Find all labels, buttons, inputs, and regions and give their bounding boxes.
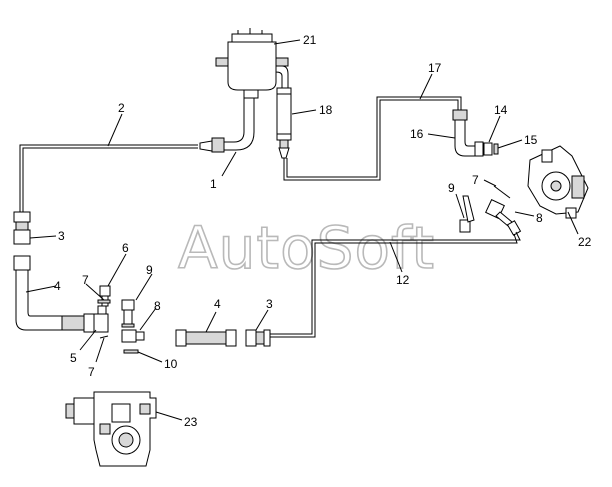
callout-6: 6 <box>122 241 129 255</box>
callout-5: 5 <box>70 351 77 365</box>
callout-8-upper: 8 <box>536 211 543 225</box>
reservoir-part-21 <box>215 28 289 99</box>
hose-part-4-lower <box>175 329 237 347</box>
suction-hose-part-1 <box>199 97 255 153</box>
callout-14: 14 <box>494 103 508 117</box>
callout-9-upper: 9 <box>448 181 455 195</box>
tee-fitting-part-5 <box>93 305 109 333</box>
pump-part-22 <box>527 145 589 219</box>
callout-8-lower: 8 <box>154 299 161 313</box>
callout-7-lower: 7 <box>88 365 95 379</box>
elbow-fitting-part-16 <box>452 109 484 157</box>
washer-part-7-upper <box>493 185 511 199</box>
watermark-text: AutoSoft <box>178 214 435 282</box>
washer-part-10 <box>123 349 139 354</box>
callout-12: 12 <box>396 273 410 287</box>
callout-1: 1 <box>210 177 217 191</box>
washer-part-7-lower <box>99 335 109 339</box>
union-fitting-part-3-upper <box>13 211 31 245</box>
banjo-bolt-part-9-lower <box>121 299 135 325</box>
callout-16: 16 <box>410 127 424 141</box>
callout-10: 10 <box>164 357 178 371</box>
banjo-fitting-part-8-upper <box>485 199 522 236</box>
pressure-pipe-part-12 <box>270 231 521 335</box>
callout-4-upper: 4 <box>54 279 61 293</box>
callout-4-lower: 4 <box>214 297 221 311</box>
banjo-fitting-part-8-lower <box>121 323 145 343</box>
union-fitting-part-3-lower <box>245 329 271 347</box>
seal-part-15 <box>493 143 499 155</box>
callout-7-upper: 7 <box>472 173 479 187</box>
callout-3-upper: 3 <box>58 229 65 243</box>
callout-22: 22 <box>578 235 592 249</box>
callout-23: 23 <box>184 415 198 429</box>
steering-gear-part-23 <box>65 391 157 467</box>
callout-2: 2 <box>118 101 125 115</box>
filter-part-18 <box>275 65 292 159</box>
washer-part-7-middle <box>97 299 111 304</box>
callout-7-middle: 7 <box>82 273 89 287</box>
callout-9-lower: 9 <box>146 263 153 277</box>
banjo-bolt-part-9-upper <box>459 195 475 233</box>
callout-21: 21 <box>303 33 317 47</box>
callout-15: 15 <box>524 133 538 147</box>
hose-part-4-upper <box>13 255 95 333</box>
callout-3-lower: 3 <box>266 297 273 311</box>
pressure-pipe-part-2 <box>19 144 198 212</box>
leader-lines <box>25 39 579 421</box>
callout-17: 17 <box>428 61 442 75</box>
fitting-part-14 <box>483 142 493 156</box>
return-pipe-part-17 <box>283 99 459 181</box>
callout-18: 18 <box>319 103 333 117</box>
